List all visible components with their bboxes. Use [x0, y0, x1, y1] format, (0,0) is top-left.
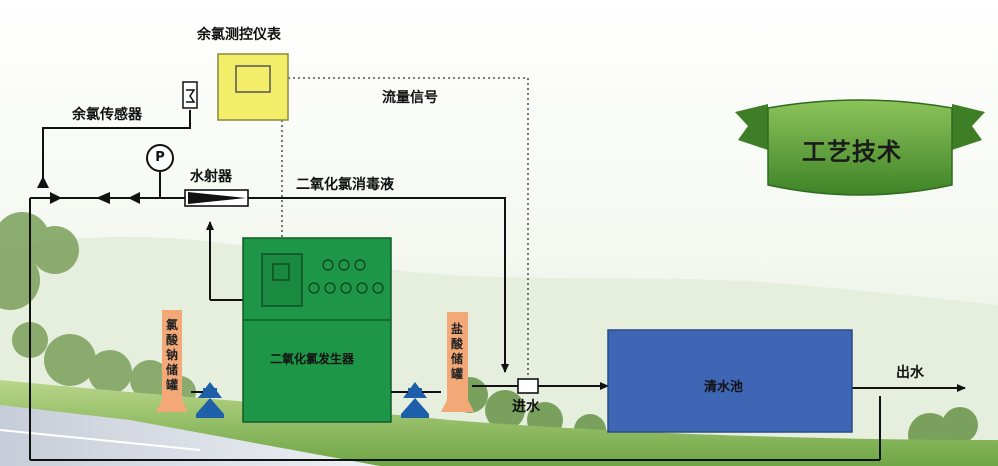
flow-arrow-left-1 — [50, 192, 62, 204]
chlorine-sensor — [182, 81, 198, 109]
sensor-line — [42, 110, 191, 188]
road — [0, 405, 380, 466]
flow-arrows — [37, 176, 140, 204]
meter-title: 余氯测控仪表 — [197, 27, 281, 43]
flow-arrow-left-2 — [96, 192, 110, 204]
pressure-gauge — [146, 144, 174, 172]
road-marking — [0, 429, 201, 451]
flow-arrow-up — [37, 176, 49, 188]
sensor-label: 余氯传感器 — [72, 107, 142, 123]
banner-title: 工艺技术 — [802, 138, 902, 166]
generator-label: 二氧化氯发生器 — [270, 352, 355, 366]
acid-tank-body — [441, 312, 474, 412]
gauge-icon — [146, 144, 174, 172]
disinfectant-label: 二氧化氯消毒液 — [296, 177, 394, 193]
water-ejector — [184, 189, 249, 207]
meter-body — [217, 53, 289, 121]
inlet-label: 进水 — [512, 399, 540, 415]
acid-pump — [391, 382, 441, 418]
acid-tank-label: 盐酸储罐 — [450, 322, 463, 381]
pipes — [29, 110, 966, 461]
hydrochloric-acid-tank — [441, 312, 474, 412]
signal-lines — [281, 77, 529, 378]
sensor-icon — [186, 89, 196, 103]
generator-screen — [272, 263, 290, 281]
gauge-label: P — [155, 150, 165, 165]
outlet-label: 出水 — [896, 365, 924, 381]
chlorine-dioxide-generator — [242, 237, 392, 423]
chlorate-pump — [191, 382, 224, 418]
pool-label: 清水池 — [704, 380, 744, 395]
generator-indicators — [308, 259, 384, 294]
clear-water-pool — [607, 329, 853, 433]
flow-signal-label: 流量信号 — [382, 90, 438, 106]
ejector-label: 水射器 — [190, 169, 232, 185]
residual-chlorine-meter — [217, 53, 289, 121]
flow-arrow-left-3 — [128, 192, 140, 204]
disinfectant-pipe — [248, 197, 509, 373]
chlorate-tank-label: 氯酸钠储罐 — [165, 318, 178, 392]
meter-display — [235, 65, 271, 93]
process-banner — [735, 99, 985, 196]
inlet-valve — [517, 378, 539, 394]
chlorate-tank-body — [156, 310, 188, 412]
flow-signal-line — [288, 77, 529, 378]
sodium-chlorate-tank — [156, 310, 188, 412]
